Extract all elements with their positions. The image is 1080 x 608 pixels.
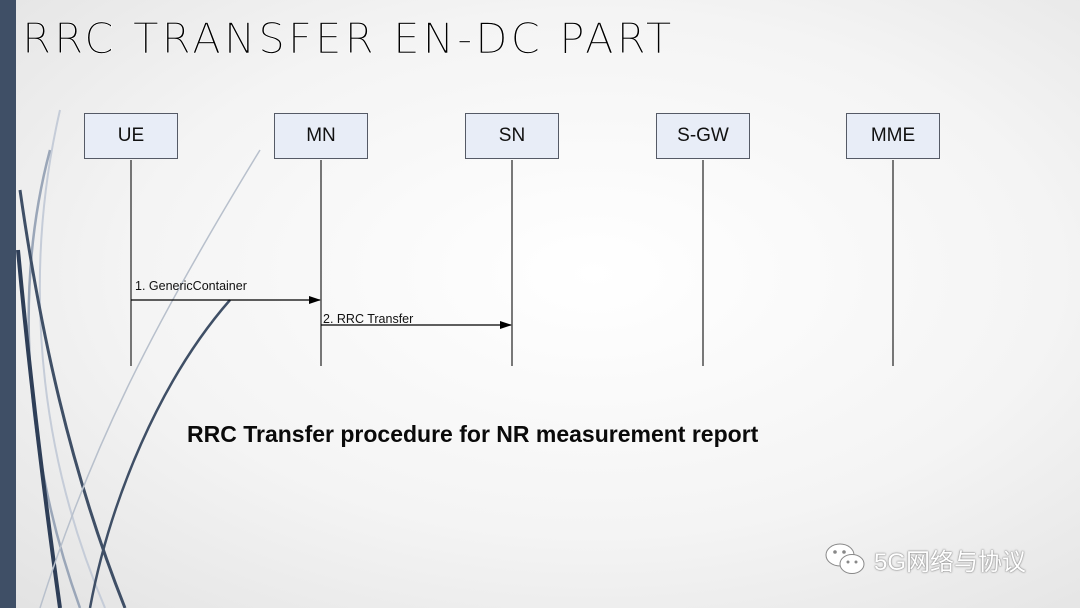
diagram-caption: RRC Transfer procedure for NR measuremen… <box>187 421 759 447</box>
wechat-icon <box>825 543 865 574</box>
watermark-text: 5G网络与协议 <box>874 548 1027 576</box>
left-accent-bar <box>0 0 16 608</box>
entity-box-ue: UE <box>84 113 178 159</box>
message-label-1: 1. GenericContainer <box>135 279 247 293</box>
watermark: 5G网络与协议 <box>822 540 1026 578</box>
message-label-2: 2. RRC Transfer <box>323 312 414 326</box>
entity-box-mn: MN <box>274 113 368 159</box>
entity-box-sgw: S-GW <box>656 113 750 159</box>
slide-title: RRC TRANSFER EN-DC PART <box>22 14 675 64</box>
entity-box-sn: SN <box>465 113 559 159</box>
entity-box-mme: MME <box>846 113 940 159</box>
